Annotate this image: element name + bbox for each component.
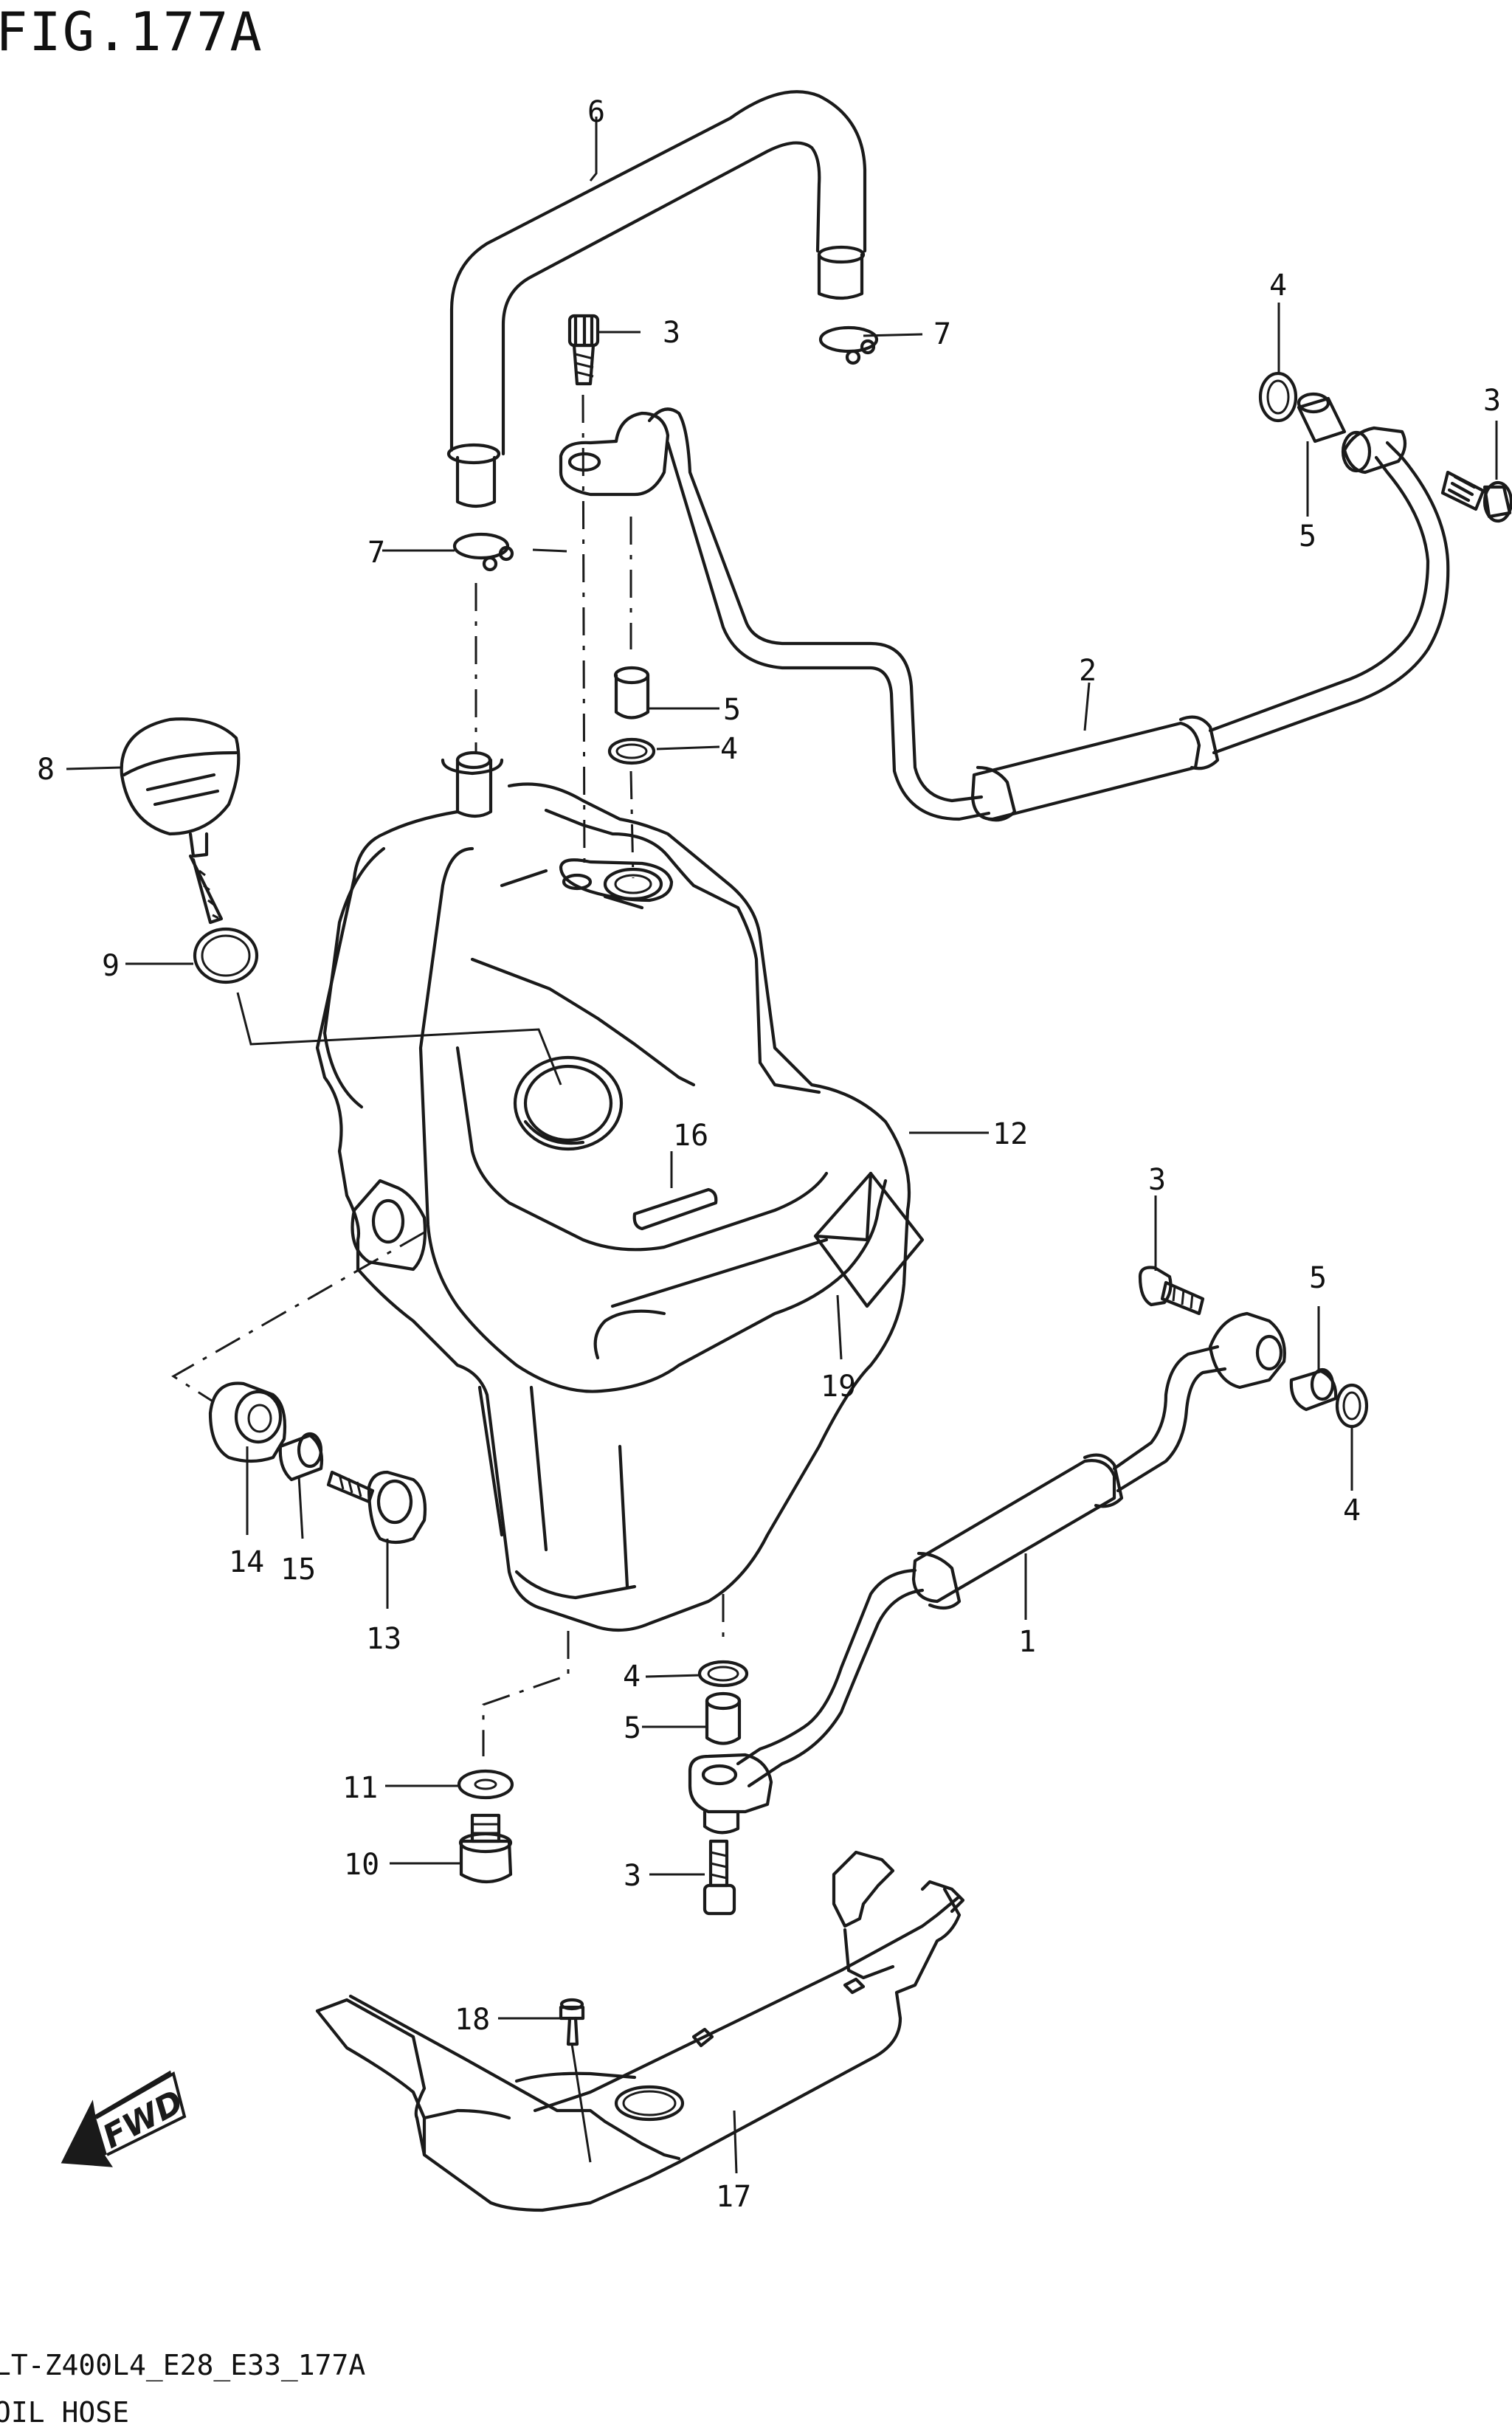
callout-19: 19 (821, 1370, 856, 1404)
callout-14: 14 (229, 1545, 264, 1579)
callout-5-lower-right: 5 (1309, 1261, 1327, 1295)
part-13-flange-bolt (326, 1470, 427, 1545)
part-11-washer (457, 1769, 514, 1800)
callout-10: 10 (344, 1848, 379, 1882)
part-4-oring-lower-center (697, 1660, 749, 1688)
callout-4-lower-right: 4 (1343, 1494, 1361, 1528)
part-3-bolt-upper-right (1440, 470, 1512, 523)
banjo-fitting-upper (559, 411, 670, 497)
part-5-collar-center (613, 666, 650, 720)
callout-4-center: 4 (720, 732, 738, 766)
part-14-grommet (208, 1381, 287, 1463)
part-3-bolt-lower-center (703, 1839, 736, 1916)
callout-3-upper-right: 3 (1483, 384, 1501, 418)
part-17-oil-tank-guard (315, 1850, 965, 2212)
part-3-bolt-upper-center (567, 314, 600, 386)
banjo-fitting-lower (688, 1753, 773, 1835)
callout-4-upper-right: 4 (1269, 269, 1287, 303)
part-3-bolt-lower-right (1138, 1266, 1205, 1316)
callout-7-upper: 7 (933, 317, 951, 351)
part-15-collar (278, 1432, 324, 1482)
callout-13: 13 (366, 1622, 401, 1656)
callout-3-lower-center: 3 (624, 1859, 641, 1893)
guide-line-4 (581, 394, 586, 872)
part-4-oring-center (607, 737, 656, 765)
part-18-push-rivet (559, 1998, 585, 2046)
part-1-lower-oil-hose (736, 1311, 1286, 1788)
callout-6: 6 (587, 95, 605, 129)
part-10-drain-bolt (458, 1813, 513, 1883)
fwd-direction-arrow: FWD (61, 2070, 190, 2167)
part-6-breather-hose (446, 90, 867, 508)
part-7-clip-upper (818, 325, 879, 365)
leader-lines (66, 117, 1498, 2174)
callout-12: 12 (993, 1117, 1028, 1151)
callout-5-lower-center: 5 (624, 1711, 641, 1745)
model-code: LT-Z400L4_E28_E33_177A (0, 2349, 365, 2382)
part-8-oil-filler-cap (120, 717, 241, 925)
callout-17: 17 (716, 2180, 751, 2214)
part-9-oring (193, 927, 259, 984)
part-4-oring-lower-right (1335, 1383, 1369, 1429)
callout-5-upper-right: 5 (1299, 520, 1316, 553)
callout-3-upper-center: 3 (663, 316, 680, 350)
callout-16: 16 (673, 1119, 708, 1153)
part-5-collar-lower-center (705, 1691, 742, 1745)
part-4-oring-upper-right (1258, 371, 1298, 423)
callout-8: 8 (37, 753, 55, 787)
line-9-to-tank (236, 992, 562, 1086)
part-12-oil-tank (315, 751, 925, 1632)
part-5-collar-lower-right (1289, 1367, 1338, 1412)
callout-labels: 1 2 3 3 3 3 4 4 4 4 5 5 5 5 6 7 7 8 9 10… (37, 95, 1501, 2214)
callout-7-left: 7 (367, 536, 385, 570)
callout-18: 18 (455, 2003, 490, 2037)
part-2-upper-oil-hose (647, 407, 1450, 822)
diagram-caption: OIL HOSE (0, 2396, 129, 2429)
callout-3-lower-right: 3 (1148, 1163, 1166, 1197)
callout-1: 1 (1018, 1625, 1036, 1659)
callout-9: 9 (102, 949, 120, 983)
guide-line-3 (629, 770, 635, 879)
callout-4-lower-center: 4 (623, 1660, 641, 1694)
callout-5-center: 5 (723, 693, 741, 727)
callout-15: 15 (280, 1553, 316, 1587)
part-7-clip-left (452, 532, 514, 572)
guide-line-6 (482, 1631, 570, 1756)
callout-11: 11 (342, 1771, 378, 1805)
part-5-collar-upper-right (1297, 392, 1347, 444)
figure-title: FIG.177A (0, 1, 263, 63)
guide-line-7 (171, 1231, 425, 1404)
callout-2: 2 (1079, 654, 1097, 688)
